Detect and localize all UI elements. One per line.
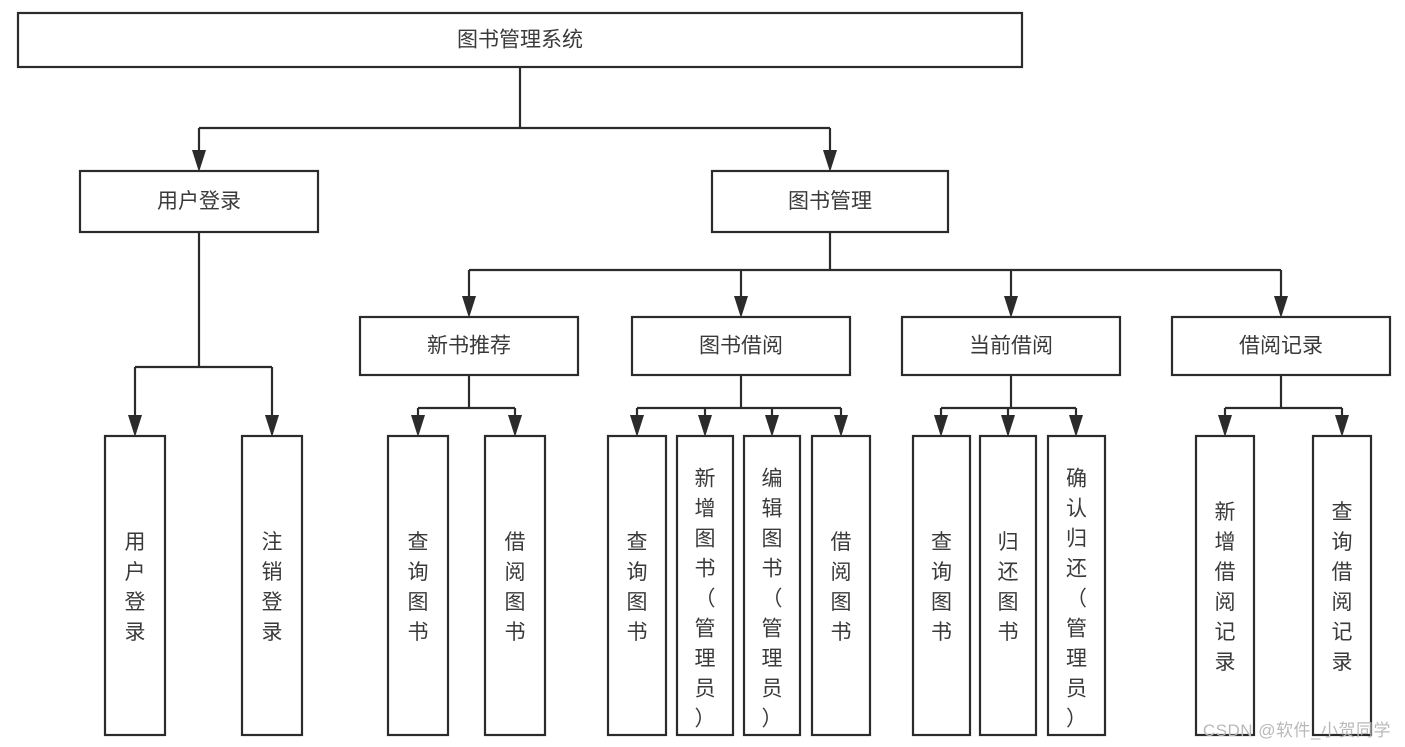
leaf-box	[742, 434, 802, 737]
leaf-label-确认归还管理员: 确认归还（管理员）	[1066, 467, 1087, 730]
arrow-head-icon	[630, 415, 644, 437]
node-借阅记录[interactable]: 借阅记录	[1170, 315, 1392, 377]
connector-layer	[128, 67, 1349, 437]
node-box	[900, 315, 1122, 377]
leaf-box	[978, 434, 1038, 737]
leaf-box	[810, 434, 872, 737]
leaf-新增图书管理员[interactable]: 新增图书（管理员）	[675, 434, 735, 737]
leaf-box	[483, 434, 547, 737]
leaf-借阅图书[interactable]: 借阅图书	[810, 434, 872, 737]
arrow-head-icon	[734, 296, 748, 318]
arrow-head-icon	[411, 415, 425, 437]
arrow-head-icon	[1274, 296, 1288, 318]
node-box	[630, 315, 852, 377]
leaf-label-查询图书: 查询图书	[931, 531, 952, 644]
arrow-head-icon	[765, 415, 779, 437]
leaf-查询图书[interactable]: 查询图书	[606, 434, 668, 737]
arrow-head-icon	[462, 296, 476, 318]
node-layer: 图书管理系统用户登录图书管理新书推荐图书借阅当前借阅借阅记录用户登录注销登录查询…	[16, 11, 1392, 737]
node-新书推荐[interactable]: 新书推荐	[358, 315, 580, 377]
arrow-head-icon	[1069, 415, 1083, 437]
leaf-确认归还管理员[interactable]: 确认归还（管理员）	[1046, 434, 1107, 737]
leaf-label-借阅图书: 借阅图书	[505, 531, 526, 644]
node-图书管理系统[interactable]: 图书管理系统	[16, 11, 1024, 69]
node-box	[78, 169, 320, 234]
leaf-查询图书[interactable]: 查询图书	[911, 434, 972, 737]
leaf-查询图书[interactable]: 查询图书	[386, 434, 450, 737]
leaf-label-新增图书管理员: 新增图书（管理员）	[695, 467, 716, 730]
node-box	[358, 315, 580, 377]
leaf-新增借阅记录[interactable]: 新增借阅记录	[1194, 434, 1256, 737]
node-box	[1170, 315, 1392, 377]
leaf-box	[1311, 434, 1373, 737]
node-图书借阅[interactable]: 图书借阅	[630, 315, 852, 377]
arrow-head-icon	[698, 415, 712, 437]
node-label-图书管理: 图书管理	[788, 190, 872, 213]
node-label-用户登录: 用户登录	[157, 190, 241, 213]
node-label-新书推荐: 新书推荐	[427, 335, 511, 358]
arrow-head-icon	[1001, 415, 1015, 437]
leaf-用户登录[interactable]: 用户登录	[103, 434, 167, 737]
node-label-借阅记录: 借阅记录	[1239, 335, 1323, 358]
leaf-label-查询图书: 查询图书	[408, 531, 429, 644]
leaf-label-归还图书: 归还图书	[998, 531, 1019, 644]
arrow-head-icon	[128, 415, 142, 437]
node-box	[16, 11, 1024, 69]
leaf-label-新增借阅记录: 新增借阅记录	[1215, 501, 1236, 674]
leaf-box	[240, 434, 304, 737]
arrow-head-icon	[834, 415, 848, 437]
arrow-head-icon	[508, 415, 522, 437]
leaf-label-借阅图书: 借阅图书	[831, 531, 852, 644]
leaf-归还图书[interactable]: 归还图书	[978, 434, 1038, 737]
node-图书管理[interactable]: 图书管理	[710, 169, 950, 234]
node-用户登录[interactable]: 用户登录	[78, 169, 320, 234]
arrow-head-icon	[823, 150, 837, 172]
leaf-box	[911, 434, 972, 737]
arrow-head-icon	[192, 150, 206, 172]
leaf-label-查询借阅记录: 查询借阅记录	[1332, 501, 1353, 674]
node-box	[710, 169, 950, 234]
leaf-label-查询图书: 查询图书	[627, 531, 648, 644]
leaf-box	[1194, 434, 1256, 737]
node-label-图书管理系统: 图书管理系统	[457, 29, 583, 52]
leaf-box	[103, 434, 167, 737]
node-label-当前借阅: 当前借阅	[969, 335, 1053, 358]
leaf-注销登录[interactable]: 注销登录	[240, 434, 304, 737]
node-label-图书借阅: 图书借阅	[699, 335, 783, 358]
leaf-label-用户登录: 用户登录	[125, 531, 146, 644]
arrow-head-icon	[934, 415, 948, 437]
leaf-box	[675, 434, 735, 737]
arrow-head-icon	[1335, 415, 1349, 437]
leaf-label-编辑图书管理员: 编辑图书（管理员）	[762, 467, 783, 730]
csdn-watermark: CSDN @软件_小贺同学	[1202, 721, 1391, 740]
leaf-label-注销登录: 注销登录	[262, 531, 283, 644]
leaf-box	[1046, 434, 1107, 737]
arrow-head-icon	[1004, 296, 1018, 318]
leaf-box	[386, 434, 450, 737]
leaf-查询借阅记录[interactable]: 查询借阅记录	[1311, 434, 1373, 737]
leaf-借阅图书[interactable]: 借阅图书	[483, 434, 547, 737]
arrow-head-icon	[265, 415, 279, 437]
node-当前借阅[interactable]: 当前借阅	[900, 315, 1122, 377]
leaf-编辑图书管理员[interactable]: 编辑图书（管理员）	[742, 434, 802, 737]
arrow-head-icon	[1218, 415, 1232, 437]
leaf-box	[606, 434, 668, 737]
